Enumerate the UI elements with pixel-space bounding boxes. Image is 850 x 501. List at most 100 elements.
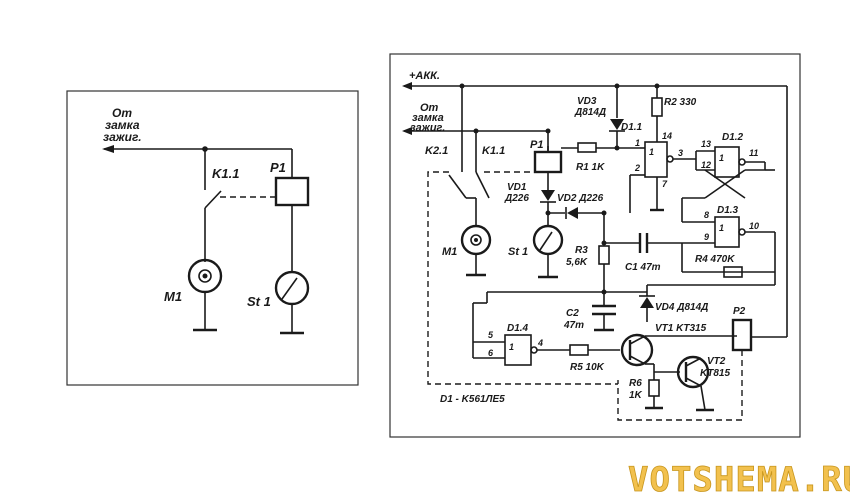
vd3-type: Д814Д	[574, 107, 606, 118]
left-motor-center	[202, 273, 208, 279]
relay-p1	[533, 150, 563, 174]
diode-vd1	[541, 190, 555, 201]
st1-label: St 1	[508, 246, 528, 258]
d13-pin9: 9	[704, 232, 709, 242]
transistor-vt2	[676, 355, 710, 389]
left-input-arrow	[102, 145, 114, 153]
vt2-type: KT815	[700, 368, 730, 379]
k21-label: K2.1	[425, 145, 448, 157]
d14-label: D1.4	[507, 323, 529, 334]
left-frame	[66, 90, 359, 386]
vt2-label: VT2	[707, 356, 726, 367]
vt2-collector	[685, 357, 702, 367]
d12-pin13: 13	[701, 139, 711, 149]
vd2-label: VD2 Д226	[557, 193, 604, 204]
battery-arrow	[402, 82, 412, 90]
d11-pin1: 1	[635, 138, 640, 148]
vt2-emitter	[685, 377, 702, 387]
k11-label: K1.1	[482, 145, 505, 157]
right-ignition-label-2: замка	[412, 112, 444, 124]
resistor-r2	[651, 97, 663, 117]
left-ignition-label-1: От	[112, 106, 132, 120]
k11-contact	[475, 171, 490, 199]
resistor-r6	[648, 379, 660, 397]
m1-label: M1	[442, 246, 457, 258]
vd3-label: VD3	[577, 96, 597, 107]
battery-label: +АКК.	[409, 70, 440, 82]
p2-link-dashed	[617, 350, 743, 421]
gate-d12-bubble	[738, 158, 746, 166]
diode-vd2	[567, 207, 578, 219]
left-switch-st1	[274, 270, 310, 306]
junction-c1	[601, 240, 607, 246]
ic-note: D1 - K561ЛЕ5	[440, 394, 505, 405]
r6-value: 1K	[629, 390, 643, 401]
left-contact-k11	[204, 190, 222, 209]
d12-pin12: 12	[701, 160, 711, 170]
switch-st1-blade	[539, 231, 553, 251]
vd4-label: VD4 Д814Д	[655, 302, 708, 313]
diode-vd3	[610, 119, 624, 130]
r3-label: R3	[575, 245, 588, 256]
d11-label: D1.1	[621, 122, 643, 133]
r4-label: R4 470K	[695, 254, 735, 265]
vt1-emitter	[629, 355, 646, 365]
switch-st1	[532, 224, 564, 256]
d13-label: D1.3	[717, 205, 739, 216]
vd1-label: VD1	[507, 182, 527, 193]
d11-pin2: 2	[634, 163, 640, 173]
d12-sym: 1	[719, 153, 724, 163]
vd1-type: Д226	[504, 193, 529, 204]
right-schematic: +АКК. От замка зажиг. K2.1 K1.1 M1 P1	[389, 53, 801, 438]
left-p1-label: P1	[270, 160, 286, 175]
right-ignition-label-1: От	[420, 102, 439, 114]
diode-vd4	[640, 297, 654, 308]
left-k11-label: K1.1	[212, 166, 239, 181]
resistor-r1	[577, 142, 597, 153]
right-frame	[389, 53, 801, 438]
c1-label: C1 47m	[625, 262, 661, 273]
c2-label: C2	[566, 308, 579, 319]
gate-d11-bubble	[666, 155, 674, 163]
resistor-r3	[598, 245, 610, 265]
p2-label: P2	[733, 306, 746, 317]
d13-pin8: 8	[704, 210, 709, 220]
r1-label: R1 1K	[576, 162, 605, 173]
motor-m1-center	[474, 238, 478, 242]
right-ignition-label-3: зажиг.	[410, 122, 445, 134]
vt1-label: VT1 KT315	[655, 323, 707, 334]
resistor-r5	[569, 344, 589, 356]
r5-label: R5 10K	[570, 362, 605, 373]
d14-pin5: 5	[488, 330, 494, 340]
r6-label: R6	[629, 378, 642, 389]
gate-d14-bubble	[530, 346, 538, 354]
d11-pin14: 14	[662, 131, 672, 141]
ignition-arrow	[402, 127, 412, 135]
resistor-r4	[723, 266, 743, 278]
c2-value: 47m	[563, 320, 584, 331]
transistor-vt1	[620, 333, 654, 367]
d14-pin6: 6	[488, 348, 494, 358]
left-ignition-label-3: зажиг.	[103, 130, 142, 144]
d11-pin7: 7	[662, 179, 668, 189]
d12-label: D1.2	[722, 132, 744, 143]
vt2-ground-wire	[700, 385, 706, 411]
latch-cross-2	[704, 169, 746, 199]
d13-pin10: 10	[749, 221, 759, 231]
k21-link-dashed	[427, 171, 618, 385]
k21-contact	[448, 174, 467, 199]
watermark-text: VOTSHEMA.RU	[628, 460, 850, 500]
r3-value: 5,6K	[566, 257, 588, 268]
relay-p2	[731, 318, 753, 352]
left-switch-blade	[281, 277, 298, 300]
vt1-collector	[629, 335, 646, 345]
d11-pin3: 3	[678, 148, 683, 158]
left-relay-p1	[274, 176, 310, 207]
d12-pin11: 11	[749, 148, 758, 158]
junction-vd3	[614, 145, 620, 151]
junction-r3	[601, 210, 607, 216]
left-motor-inner	[198, 269, 212, 283]
left-st1-label: St 1	[247, 294, 271, 309]
r2-label: R2 330	[664, 97, 697, 108]
